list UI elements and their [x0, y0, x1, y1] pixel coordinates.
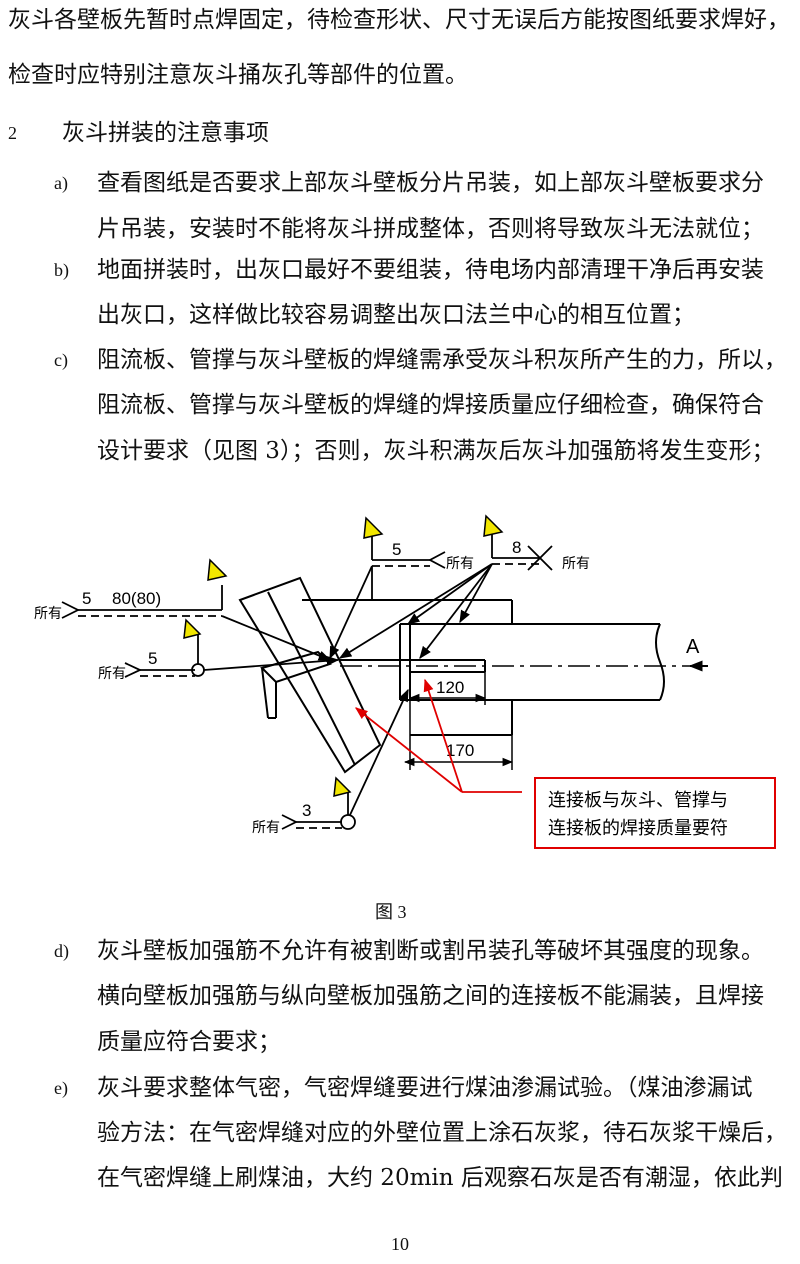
weld-8-label: 8 [512, 538, 521, 557]
all-around-label-5: 所有 [252, 819, 280, 835]
page-number: 10 [391, 1234, 409, 1254]
weld-5-label-2: 5 [148, 649, 157, 668]
callout-line-2: 连接板的焊接质量要符 [548, 818, 728, 838]
all-around-label-2: 所有 [98, 665, 126, 681]
figure-caption: 图 3 [375, 902, 407, 922]
all-around-label-1: 所有 [34, 605, 62, 621]
item-d-marker: d) [54, 941, 69, 961]
all-around-label-3: 所有 [446, 555, 474, 571]
weld-symbol-5-circle [124, 635, 340, 678]
item-d-line-3: 质量应符合要求； [97, 1029, 281, 1055]
item-a-line-1: 查看图纸是否要求上部灰斗壁板分片吊装，如上部灰斗壁板要求分 [97, 170, 764, 196]
item-c-line-3: 设计要求（见图 3）；否则，灰斗积满灰后灰斗加强筋将发生变形； [97, 438, 775, 464]
item-b-line-2: 出灰口，这样做比较容易调整出灰口法兰中心的相互位置； [97, 302, 695, 328]
callout-box [534, 777, 776, 849]
item-c-marker: c) [54, 350, 68, 370]
item-e-marker: e) [54, 1078, 68, 1098]
section-number: 2 [8, 123, 17, 143]
hopper-wall [238, 576, 382, 774]
item-e-line-1: 灰斗要求整体气密，气密焊缝要进行煤油渗漏试验。（煤油渗漏试 [97, 1075, 753, 1101]
weld-3-label: 3 [302, 801, 311, 820]
weld-symbol-3 [281, 688, 409, 830]
item-b-line-1: 地面拼装时，出灰口最好不要组装，待电场内部清理干净后再安装 [97, 257, 764, 283]
item-c-line-1: 阻流板、管撑与灰斗壁板的焊缝需承受灰斗积灰所产生的力，所以， [97, 347, 787, 373]
item-e-line-3: 在气密焊缝上刷煤油，大约 20min 后观察石灰是否有潮湿，依此判 [97, 1165, 783, 1191]
view-a-label: A [686, 636, 700, 658]
item-d-line-2: 横向壁板加强筋与纵向壁板加强筋之间的连接板不能漏装，且焊接 [97, 983, 764, 1009]
callout-leaders [355, 678, 522, 793]
connecting-plate [340, 624, 486, 700]
item-b-marker: b) [54, 260, 69, 280]
item-d-line-1: 灰斗壁板加强筋不允许有被割断或割吊装孔等破坏其强度的现象。 [97, 938, 764, 964]
all-around-label-4: 所有 [562, 555, 590, 571]
weld-figure: A 120 170 所有 5 80(80) 所有 5 [34, 514, 776, 849]
dim-120-label: 120 [436, 678, 464, 697]
item-a-line-2: 片吊装，安装时不能将灰斗拼成整体，否则将导致灰斗无法就位； [97, 216, 764, 242]
item-c-line-2: 阻流板、管撑与灰斗壁板的焊缝的焊接质量应仔细检查，确保符合 [97, 392, 764, 418]
intro-line-2: 检查时应特别注意灰斗捅灰孔等部件的位置。 [8, 62, 468, 88]
item-e-line-2: 验方法：在气密焊缝对应的外壁位置上涂石灰浆，待石灰浆干燥后， [97, 1120, 787, 1146]
weld-80-label: 80(80) [112, 589, 161, 608]
intro-line-1: 灰斗各壁板先暂时点焊固定，待检查形状、尺寸无误后方能按图纸要求焊好， [8, 7, 790, 33]
section-title: 灰斗拼装的注意事项 [62, 120, 269, 146]
weld-symbol-5-top [329, 530, 446, 660]
dim-170-label: 170 [446, 741, 474, 760]
weld-5-label-3: 5 [392, 540, 401, 559]
weld-5-label-1: 5 [82, 589, 91, 608]
callout-line-1: 连接板与灰斗、管撑与 [548, 790, 728, 810]
weld-symbol-80 [61, 585, 332, 661]
item-a-marker: a) [54, 173, 68, 193]
